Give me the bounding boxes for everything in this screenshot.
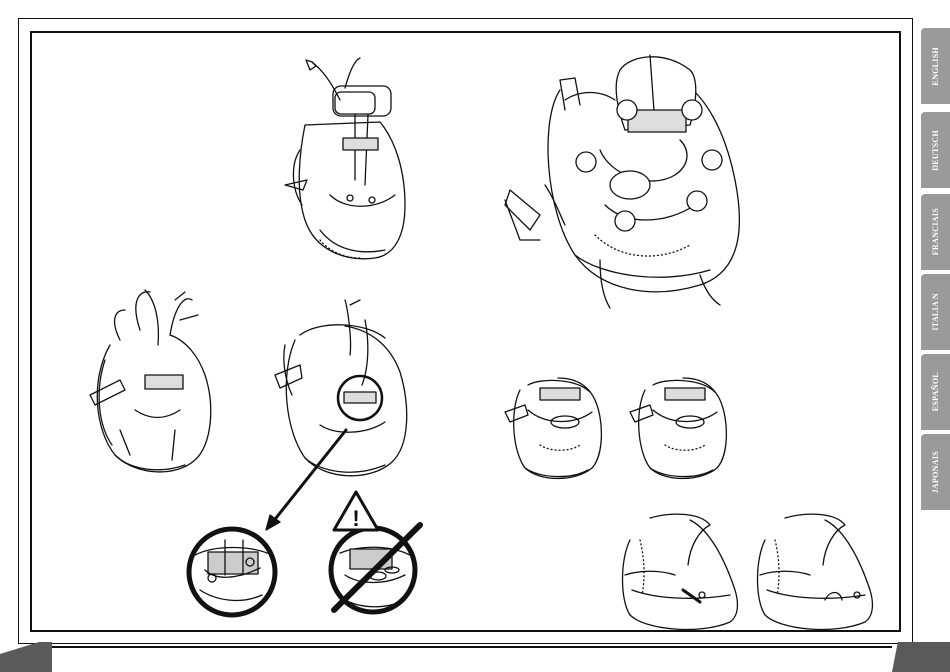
figure-shell-side-b [758,514,873,629]
figure-seat-harness-removed [285,58,405,259]
figure-shell-side-a [623,514,738,629]
step-marker-6 [687,191,707,211]
lang-tab-espanol[interactable]: ESPAÑOL [921,354,950,430]
step-marker-1 [617,100,637,120]
figure-small-seat-b [630,378,726,479]
bottom-rule [52,646,892,672]
lang-tab-deutsch[interactable]: DEUTSCH [921,112,950,188]
figure-seat-with-markers [505,55,739,308]
correct-detail-circle [189,529,275,615]
step-marker-4 [702,150,722,170]
figure-small-seat-a [505,378,601,479]
lang-tab-francais[interactable]: FRANCIAIS [921,194,950,270]
detail-arrow [266,430,346,530]
lang-tab-english[interactable]: ENGLISH [921,28,950,104]
bottom-right-corner-tab [892,642,950,672]
svg-text:!: ! [352,506,359,531]
figure-seat-detail-magnify [275,300,407,476]
language-tab-bar: ENGLISH DEUTSCH FRANCIAIS ITALIA N ESPAÑ… [921,28,950,512]
step-marker-5 [615,211,635,231]
incorrect-detail-circle [331,525,420,612]
lang-tab-japonais[interactable]: JAPONAIS [921,434,950,510]
step-marker-2 [682,100,702,120]
lang-tab-italian[interactable]: ITALIA N [921,274,950,350]
figure-seat-loose-straps [90,290,211,472]
warning-triangle-icon: ! [334,492,378,531]
step-marker-3 [576,152,596,172]
